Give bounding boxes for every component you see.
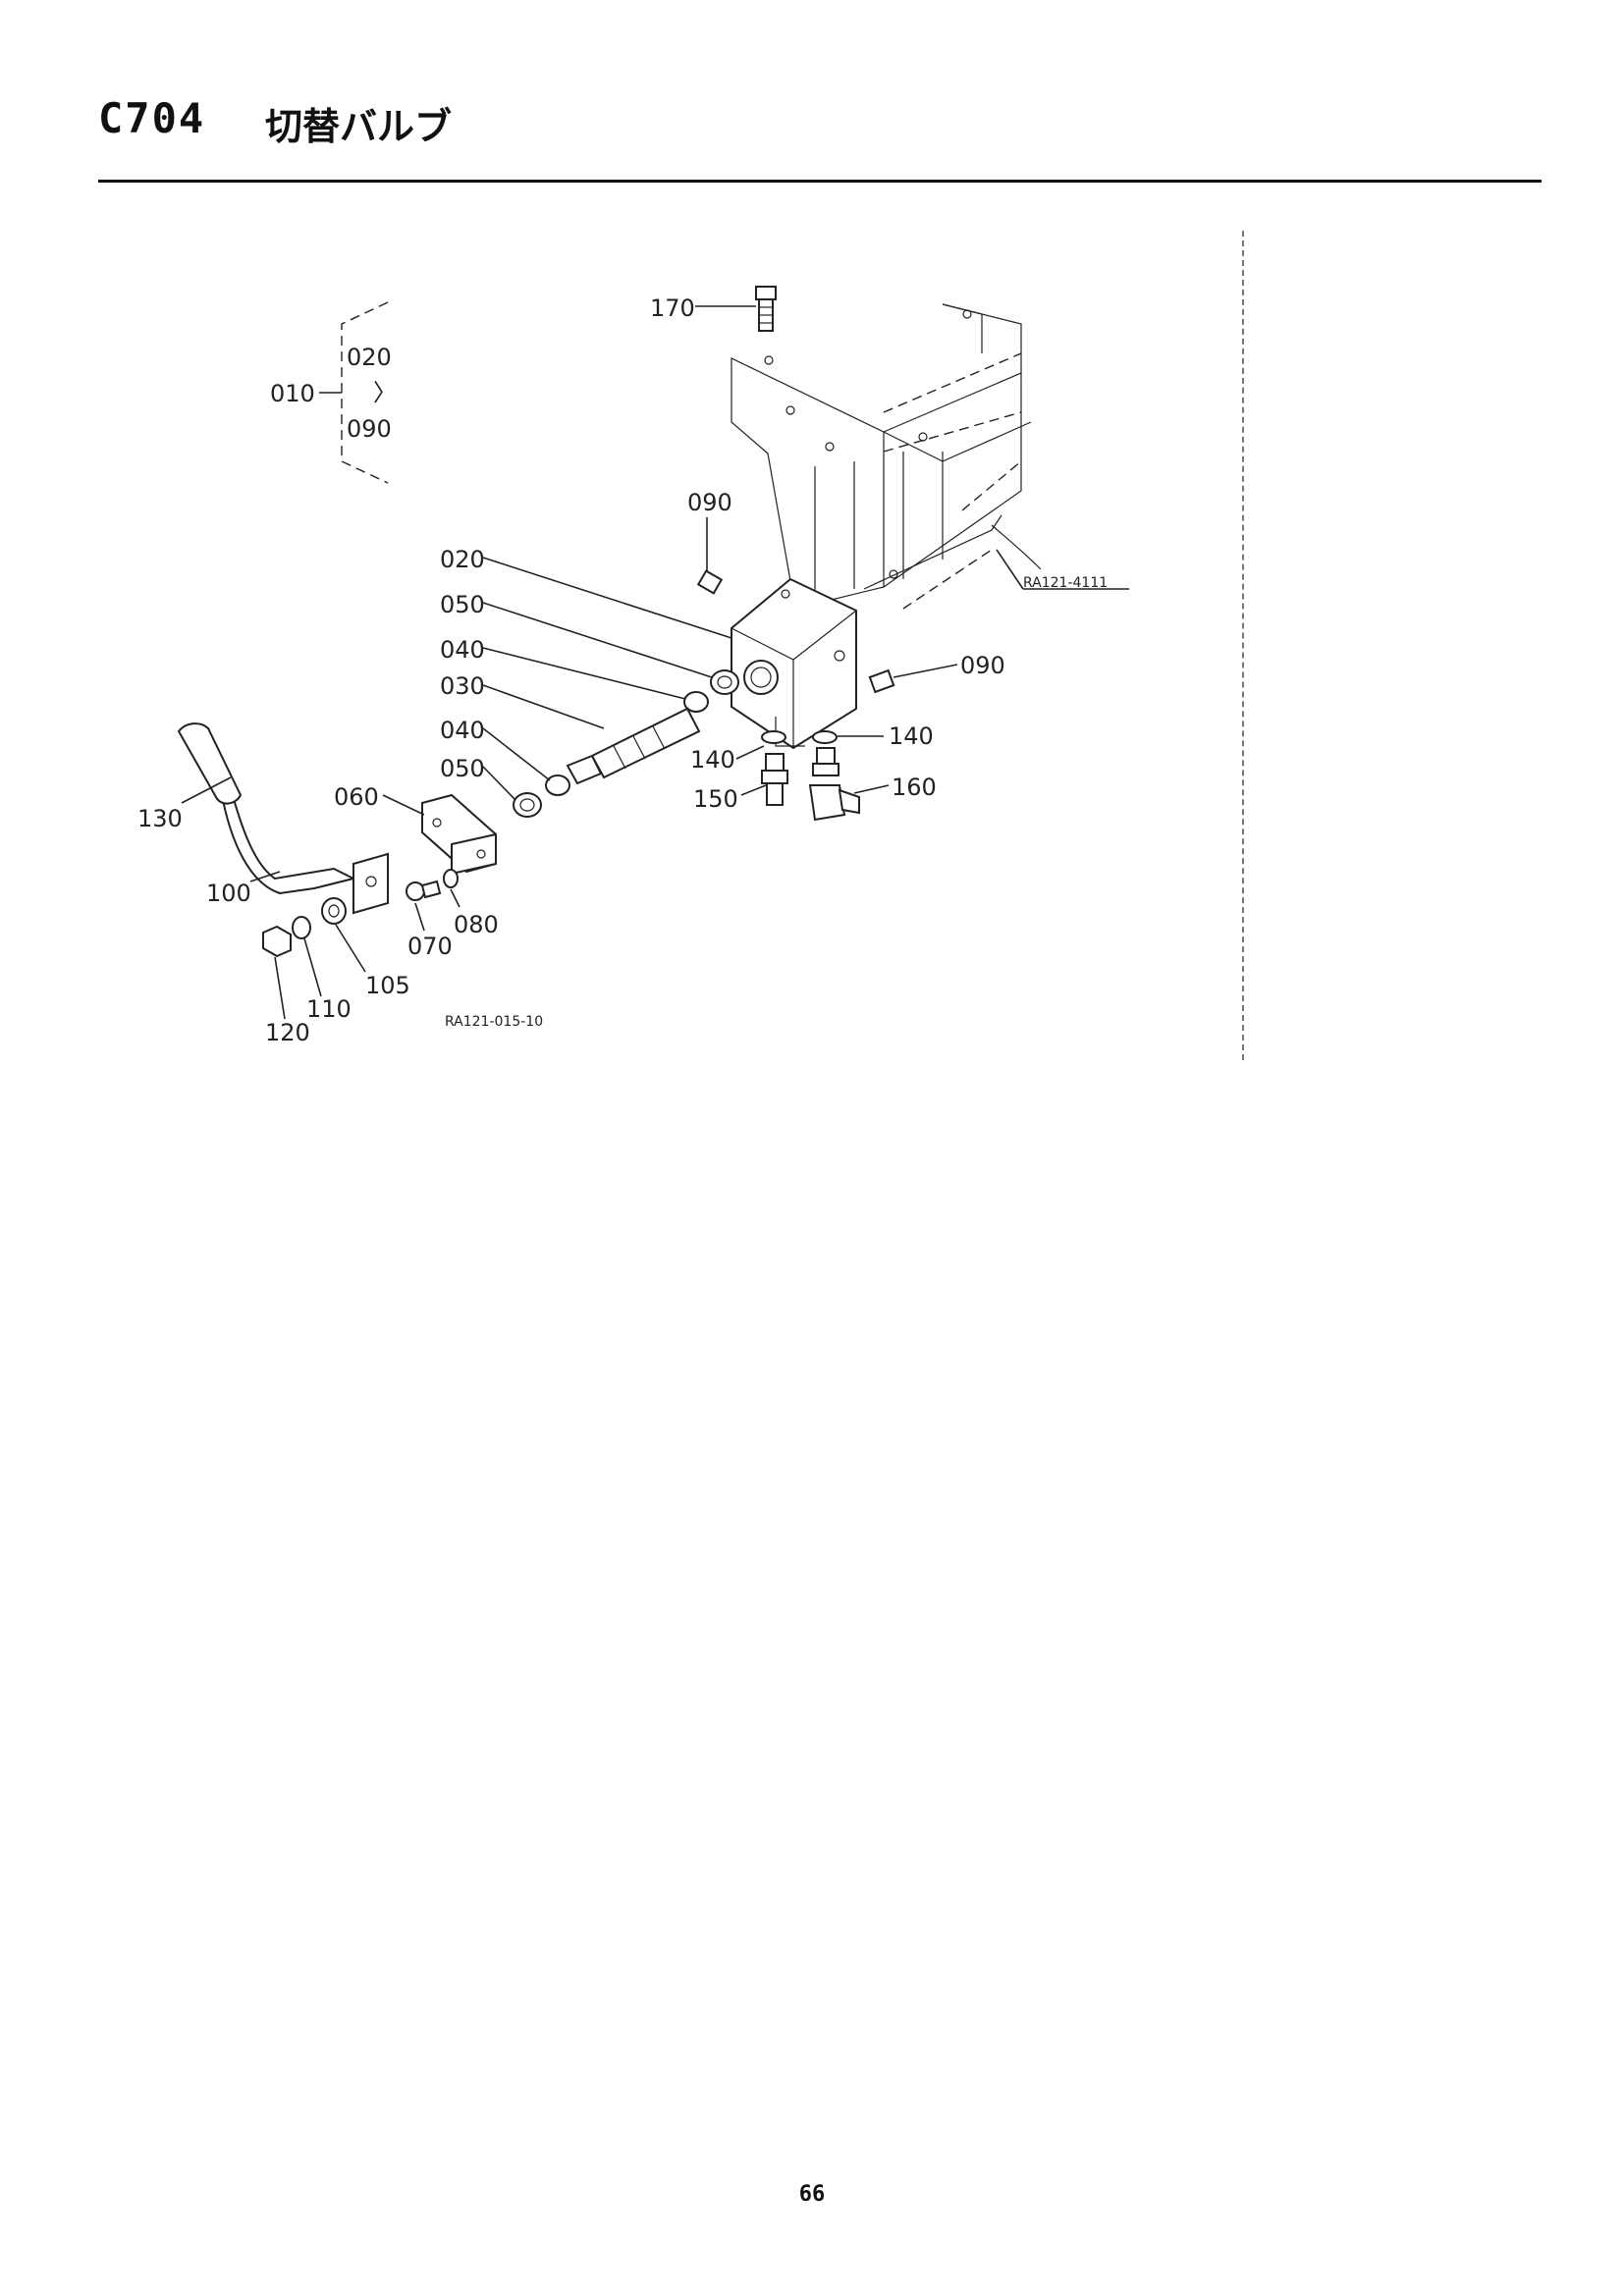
flat-washer	[321, 897, 347, 925]
group-from: 020	[347, 344, 392, 371]
bracket-plate	[421, 793, 497, 876]
part-label-090: 090	[687, 489, 732, 516]
part-label-070: 070	[407, 933, 453, 960]
o-ring	[545, 774, 570, 796]
bolt	[755, 286, 777, 332]
part-label-060: 060	[334, 783, 379, 811]
straight-fitting	[761, 753, 788, 806]
part-label-160: 160	[892, 774, 937, 801]
part-label-140-b: 140	[690, 746, 735, 774]
plug	[696, 569, 724, 595]
column-divider	[1242, 231, 1244, 1060]
plug	[868, 668, 895, 694]
elbow-fitting	[808, 747, 860, 822]
valve-body	[731, 577, 857, 750]
tractor-frame	[731, 303, 1042, 610]
spool	[566, 707, 701, 785]
part-label-105: 105	[365, 972, 410, 999]
page-number: 66	[798, 2182, 826, 2207]
part-label-130: 130	[137, 805, 183, 832]
section-code: C704	[98, 94, 206, 142]
group-label: 010	[270, 380, 315, 407]
group-to: 090	[347, 415, 392, 443]
part-label-080: 080	[454, 911, 499, 938]
o-ring	[812, 730, 838, 744]
part-label-120: 120	[265, 1019, 310, 1046]
nut	[262, 925, 292, 958]
frame-reference-code: RA121-4111	[1023, 575, 1108, 591]
cap-bolt	[406, 880, 442, 901]
o-ring	[761, 730, 786, 744]
washer	[710, 669, 739, 695]
diagram-reference-code: RA121-015-10	[445, 1014, 543, 1030]
part-label-100: 100	[206, 880, 251, 907]
group-symbol: 〉	[373, 379, 397, 406]
part-labels: 170 090 020 050 040 030 040 050 090 140 …	[137, 294, 1005, 1046]
o-ring	[683, 691, 709, 713]
part-label-020: 020	[440, 546, 485, 573]
part-label-170: 170	[650, 294, 695, 322]
spring-washer	[443, 869, 459, 888]
part-label-040: 040	[440, 636, 485, 664]
part-label-110: 110	[306, 995, 352, 1023]
page-header: C704 切替バルブ	[98, 94, 1542, 148]
leader-lines	[181, 305, 1129, 1020]
part-label-040-b: 040	[440, 717, 485, 744]
lever	[219, 783, 389, 915]
part-label-050: 050	[440, 591, 485, 618]
section-title: 切替バルブ	[265, 105, 453, 148]
part-label-030: 030	[440, 672, 485, 700]
washer	[513, 792, 542, 818]
header-rule	[98, 180, 1542, 183]
part-label-140: 140	[889, 722, 934, 750]
group-bracket: 010 020 〉 090	[270, 301, 397, 484]
lock-washer	[292, 916, 311, 939]
part-label-150: 150	[693, 785, 738, 813]
part-label-050-b: 050	[440, 755, 485, 782]
part-label-090-b: 090	[960, 652, 1005, 679]
knob	[177, 722, 243, 805]
